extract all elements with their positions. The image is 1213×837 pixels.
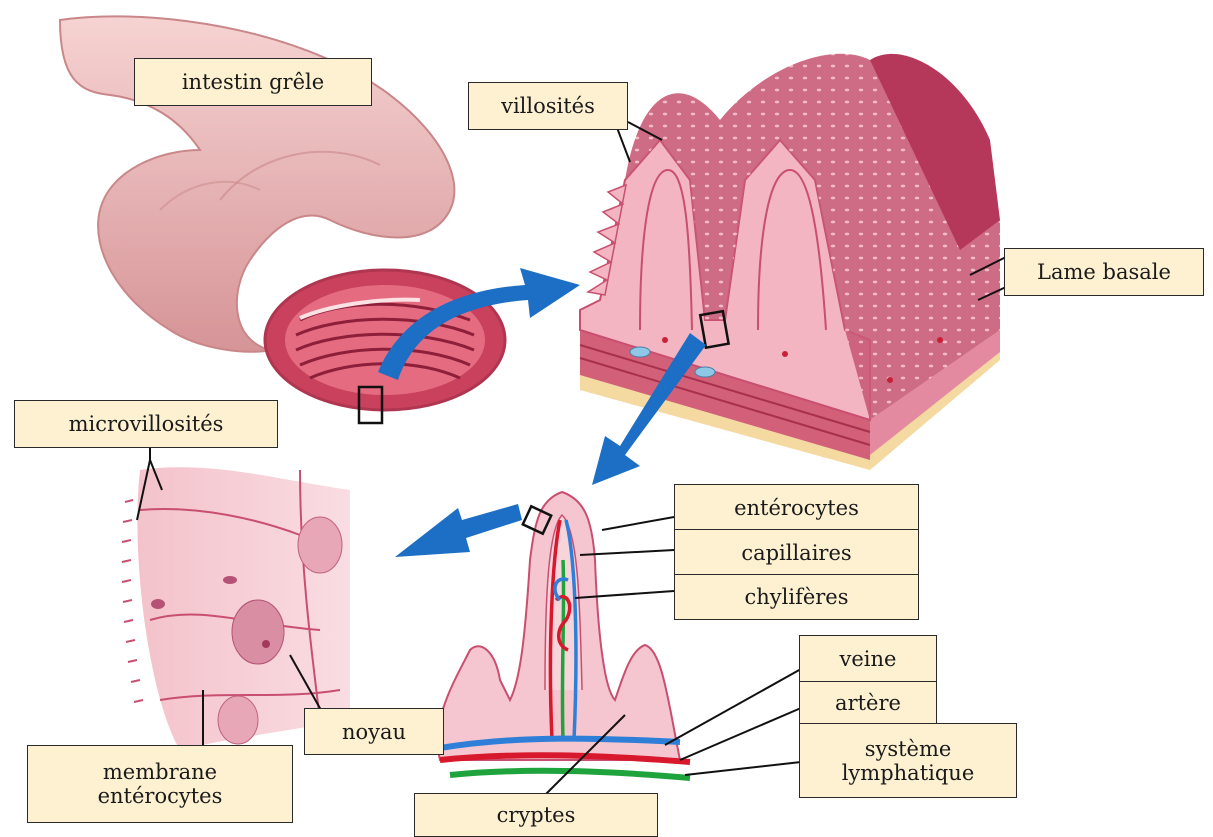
label-lame-basale: Lame basale [1004, 248, 1204, 296]
label-artere: artère [799, 681, 937, 725]
label-intestin-grele-text: intestin grêle [182, 70, 324, 94]
label-systeme-lymphatique-line2: lymphatique [842, 761, 975, 785]
label-systeme-lymphatique: système lymphatique [799, 723, 1017, 798]
label-membrane-enterocytes-line1: membrane [103, 760, 217, 784]
label-chyliferes-text: chylifères [744, 585, 848, 609]
label-capillaires: capillaires [674, 529, 919, 576]
label-veine-text: veine [840, 647, 897, 671]
label-noyau: noyau [304, 708, 444, 755]
label-systeme-lymphatique-line1: système [865, 737, 952, 761]
label-lame-basale-text: Lame basale [1037, 260, 1171, 284]
label-cryptes: cryptes [414, 793, 658, 837]
label-artere-text: artère [835, 691, 901, 715]
label-microvillosites: microvillosités [14, 400, 278, 448]
label-enterocytes: entérocytes [674, 484, 919, 531]
villi-block [580, 54, 1000, 470]
label-capillaires-text: capillaires [741, 541, 851, 565]
label-cryptes-text: cryptes [497, 803, 576, 827]
label-noyau-text: noyau [342, 720, 406, 744]
label-membrane-enterocytes-line2: entérocytes [98, 784, 223, 808]
label-villosites-text: villosités [501, 94, 595, 118]
label-enterocytes-text: entérocytes [734, 496, 859, 520]
label-villosites: villosités [468, 82, 628, 130]
label-veine: veine [799, 635, 937, 683]
label-membrane-enterocytes: membrane entérocytes [27, 745, 293, 823]
label-chyliferes: chylifères [674, 574, 919, 620]
label-microvillosites-text: microvillosités [69, 412, 224, 436]
label-intestin-grele: intestin grêle [134, 58, 372, 106]
